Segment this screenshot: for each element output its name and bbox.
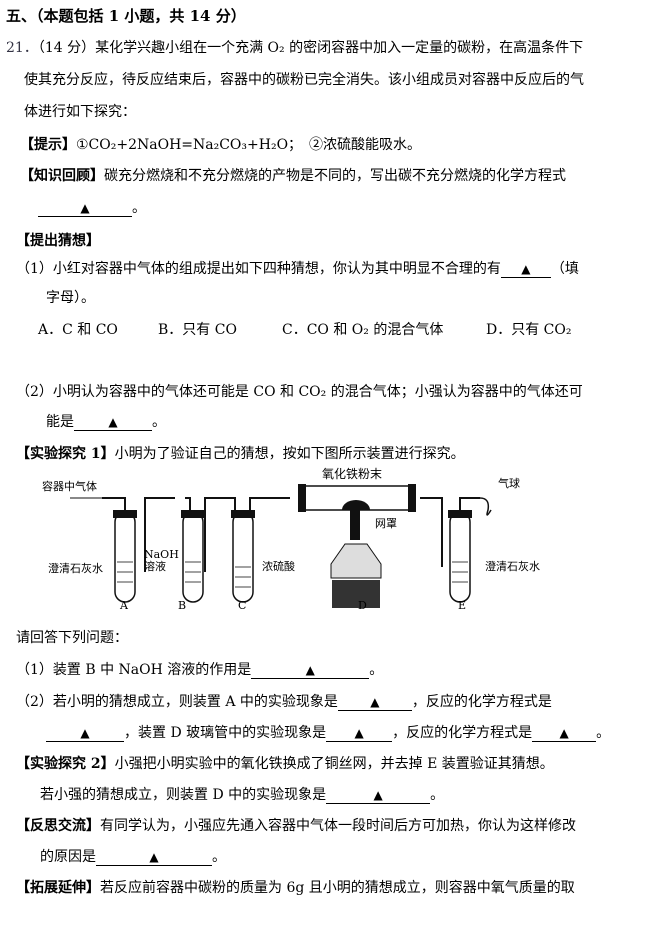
answer-blank-reflect[interactable]: ▲ [96, 849, 212, 866]
answer-blank-a2-1[interactable]: ▲ [337, 694, 412, 711]
answer-blank-a1[interactable]: ▲ [251, 662, 370, 679]
wood-block [332, 580, 380, 608]
q2-line-2: 能是 [46, 414, 74, 430]
label-d: D [358, 599, 367, 612]
hint-tag: 【提示】 [20, 137, 76, 153]
q1-line-2: 字母）。 [46, 290, 95, 306]
option-d: D．只有 CO₂ [486, 322, 572, 338]
iron-oxide-powder [342, 500, 370, 510]
a2-line-2a: ，装置 D 玻璃管中的实验现象是 [124, 725, 327, 741]
label-e: E [458, 599, 466, 612]
label-acid: 浓硫酸 [262, 559, 295, 573]
exp2-tag: 【实验探究 2】 [16, 756, 115, 772]
label-naoh-solution: 溶液 [144, 559, 166, 573]
intro-line-3: 体进行如下探究： [24, 104, 136, 120]
apparatus-diagram: 容器中气体 氧化铁粉末 网罩 气球 澄清石灰水 NaOH 溶液 浓硫酸 澄清石灰… [42, 467, 540, 612]
connecting-tubes [102, 497, 290, 572]
a1-text: （1）装置 B 中 NaOH 溶液的作用是 [16, 662, 252, 678]
a2-text: （2）若小明的猜想成立，则装置 A 中的实验现象是 [16, 694, 338, 710]
label-limewater-a: 澄清石灰水 [48, 561, 103, 575]
review-text: 碳充分燃烧和不充分燃烧的产物是不同的，写出碳不充分燃烧的化学方程式 [104, 168, 566, 184]
gauze-cover [350, 510, 360, 540]
reflect-line-2: 的原因是 [40, 849, 96, 865]
answer-prompt: 请回答下列问题： [16, 630, 128, 646]
exp2-text: 小强把小明实验中的氧化铁换成了铜丝网，并去掉 E 装置验证其猜想。 [114, 756, 554, 772]
q1-text: （1）小红对容器中气体的组成提出如下四种猜想，你认为其中明显不合理的有 [16, 261, 501, 277]
answer-blank-a2-4[interactable]: ▲ [532, 725, 597, 742]
section-title: 五、（本题包括 1 小题，共 14 分） [6, 7, 246, 25]
test-tube-e [449, 511, 471, 603]
extend-tag: 【拓展延伸】 [16, 880, 100, 896]
period: 。 [369, 662, 384, 678]
answer-blank-review[interactable]: ▲ [38, 200, 132, 217]
option-a: A．C 和 CO [38, 322, 118, 338]
intro-line-2: 使其充分反应，待反应结束后，容器中的碳粉已完全消失。该小组成员对容器中反应后的气 [24, 72, 584, 88]
label-b: B [178, 599, 186, 612]
period: 。 [430, 787, 445, 803]
test-tube-c [232, 511, 254, 603]
question-number: 21． [6, 40, 38, 56]
answer-blank-a2-3[interactable]: ▲ [326, 725, 393, 742]
review-tag: 【知识回顾】 [20, 168, 104, 184]
label-inlet: 容器中气体 [42, 479, 97, 493]
answer-blank-q1[interactable]: ▲ [500, 261, 551, 278]
hypothesis-tag: 【提出猜想】 [16, 233, 100, 249]
reflect-tag: 【反思交流】 [16, 818, 100, 834]
label-limewater-e: 澄清石灰水 [485, 559, 540, 573]
period: 。 [132, 200, 146, 216]
exp1-tag: 【实验探究 1】 [16, 446, 115, 462]
extend-text: 若反应前容器中碳粉的质量为 6g 且小明的猜想成立，则容器中氧气质量的取 [100, 880, 575, 896]
label-naoh: NaOH [144, 548, 179, 561]
q2-text: （2）小明认为容器中的气体还可能是 CO 和 CO₂ 的混合气体；小强认为容器中… [16, 384, 583, 400]
exp2-line-2: 若小强的猜想成立，则装置 D 中的实验现象是 [40, 787, 327, 803]
label-gauze: 网罩 [375, 517, 397, 530]
test-tube-b [182, 511, 204, 603]
a2-mid: ，反应的化学方程式是 [411, 694, 552, 710]
reflect-text: 有同学认为，小强应先通入容器中气体一段时间后方可加热，你认为这样修改 [100, 818, 576, 834]
period: 。 [152, 414, 166, 430]
test-tube-a [114, 511, 136, 603]
a2-line-2b: ，反应的化学方程式是 [392, 725, 533, 741]
answer-blank-exp2[interactable]: ▲ [326, 787, 431, 804]
label-powder: 氧化铁粉末 [322, 467, 382, 481]
q1-after: （填 [550, 261, 579, 277]
period: 。 [596, 725, 611, 741]
label-a: A [119, 599, 129, 612]
balloon-icon [479, 497, 492, 516]
label-balloon: 气球 [498, 476, 520, 490]
label-c: C [238, 599, 246, 612]
answer-blank-a2-2[interactable]: ▲ [46, 725, 124, 742]
option-c: C．CO 和 O₂ 的混合气体 [282, 322, 444, 338]
period: 。 [212, 849, 226, 865]
alcohol-lamp [330, 543, 382, 579]
hint-text: ①CO₂+2NaOH=Na₂CO₃+H₂O； ②浓硫酸能吸水。 [76, 137, 422, 153]
exp1-text: 小明为了验证自己的猜想，按如下图所示装置进行探究。 [114, 446, 465, 462]
answer-blank-q2[interactable]: ▲ [74, 414, 152, 431]
option-b: B．只有 CO [158, 322, 237, 338]
intro-line-1: （14 分）某化学兴趣小组在一个充满 O₂ 的密闭容器中加入一定量的碳粉，在高温… [37, 40, 584, 56]
